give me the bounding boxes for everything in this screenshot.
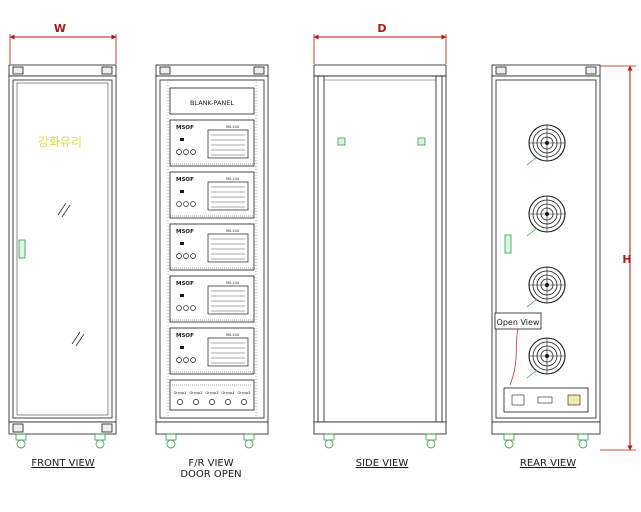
fr-view-label-2: DOOR OPEN <box>180 469 241 480</box>
knob-icon <box>190 201 196 207</box>
fr-view-label-1: F/R VIEW <box>188 458 233 469</box>
slot-label: Group1 <box>174 391 187 395</box>
depth-dimension: D <box>313 22 447 64</box>
knob-icon <box>176 305 182 311</box>
open-view-callout: Open View <box>494 312 542 386</box>
fan-icon <box>526 195 566 237</box>
caster-icon <box>323 433 437 449</box>
slot-label: Group2 <box>190 391 203 395</box>
fan-icon <box>526 124 566 166</box>
module-brand: MSOF <box>176 125 194 131</box>
caster-icon <box>15 433 106 449</box>
led-icon <box>180 190 184 193</box>
knob-icon <box>190 305 196 311</box>
module-display <box>207 233 249 263</box>
height-dimension: H <box>600 65 636 451</box>
module-display <box>207 129 249 159</box>
knob-icon <box>190 149 196 155</box>
knob-icon <box>190 357 196 363</box>
knob-icon <box>190 253 196 259</box>
side-view <box>313 64 447 449</box>
blank-panel: BLANK-PANEL <box>169 87 255 115</box>
slot-label: Group4 <box>222 391 236 395</box>
rear-view <box>491 64 601 449</box>
caster-icon <box>503 433 589 449</box>
module-brand: MSOF <box>176 229 194 235</box>
knob-icon <box>183 253 189 259</box>
rear-handle-icon <box>504 234 512 254</box>
led-icon <box>180 294 184 297</box>
width-label: W <box>54 22 66 35</box>
open-view-label: Open View <box>497 318 540 327</box>
module-brand: MSOF <box>176 333 194 339</box>
knob-icon <box>183 201 189 207</box>
module-model: MS-104 <box>226 229 240 233</box>
fan-icon <box>526 337 566 379</box>
terminal-icon <box>193 399 199 405</box>
module-unit: MSOF MS-104 <box>169 171 255 219</box>
module-model: MS-104 <box>226 177 240 181</box>
module-model: MS-104 <box>226 125 240 129</box>
knob-icon <box>183 357 189 363</box>
slot-label: Group3 <box>206 391 219 395</box>
module-unit: MSOF MS-104 <box>169 223 255 271</box>
module-brand: MSOF <box>176 177 194 183</box>
side-handle-icon <box>417 137 426 146</box>
module-unit: MSOF MS-104 <box>169 327 255 375</box>
front-view-label: FRONT VIEW <box>31 458 94 469</box>
module-unit: MSOF MS-104 <box>169 275 255 323</box>
height-label: H <box>622 253 631 266</box>
knob-icon <box>176 357 182 363</box>
fan-column <box>526 124 566 379</box>
module-unit: MSOF MS-104 <box>169 119 255 167</box>
knob-icon <box>183 305 189 311</box>
front-view: 강화유리 <box>8 64 117 449</box>
knob-icon <box>176 253 182 259</box>
knob-icon <box>183 149 189 155</box>
blank-panel-label: BLANK-PANEL <box>190 99 234 107</box>
knob-icon <box>176 201 182 207</box>
module-display <box>207 181 249 211</box>
module-brand: MSOF <box>176 281 194 287</box>
module-model: MS-104 <box>226 333 240 337</box>
terminal-icon <box>177 399 183 405</box>
led-icon <box>180 242 184 245</box>
knob-icon <box>176 149 182 155</box>
terminal-icon <box>225 399 231 405</box>
slot-label: Group5 <box>238 391 251 395</box>
caster-icon <box>165 433 255 449</box>
fan-icon <box>526 266 566 308</box>
rear-view-label: REAR VIEW <box>520 458 576 469</box>
width-dimension: W <box>9 22 117 64</box>
glass-text: 강화유리 <box>38 135 82 149</box>
side-handle-icon <box>337 137 346 146</box>
door-handle-icon <box>18 239 26 259</box>
module-model: MS-104 <box>226 281 240 285</box>
terminal-icon <box>209 399 215 405</box>
led-icon <box>180 346 184 349</box>
depth-label: D <box>377 22 386 35</box>
terminal-icon <box>241 399 247 405</box>
module-display <box>207 337 249 367</box>
side-view-label: SIDE VIEW <box>356 458 409 469</box>
led-icon <box>180 138 184 141</box>
module-display <box>207 285 249 315</box>
